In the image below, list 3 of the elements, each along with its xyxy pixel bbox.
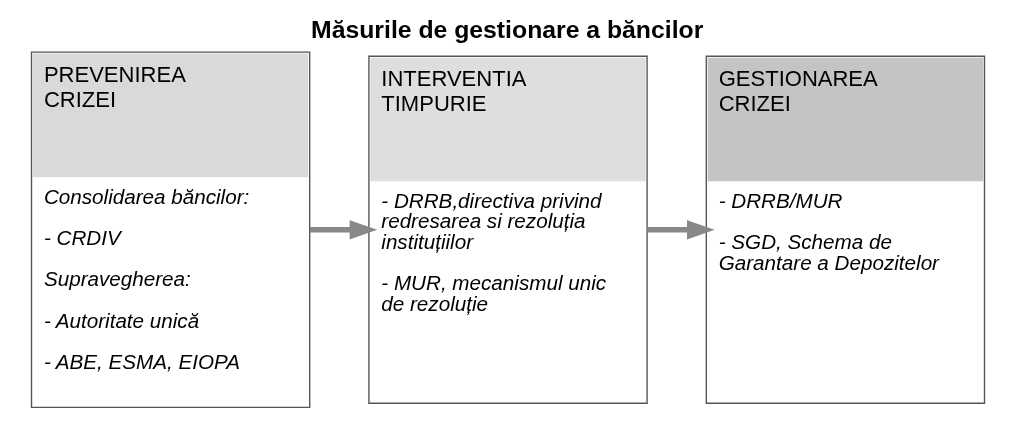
arrow [309, 220, 377, 240]
diagram-title: Măsurile de gestionare a băncilor [310, 15, 703, 43]
arrow [646, 220, 715, 240]
